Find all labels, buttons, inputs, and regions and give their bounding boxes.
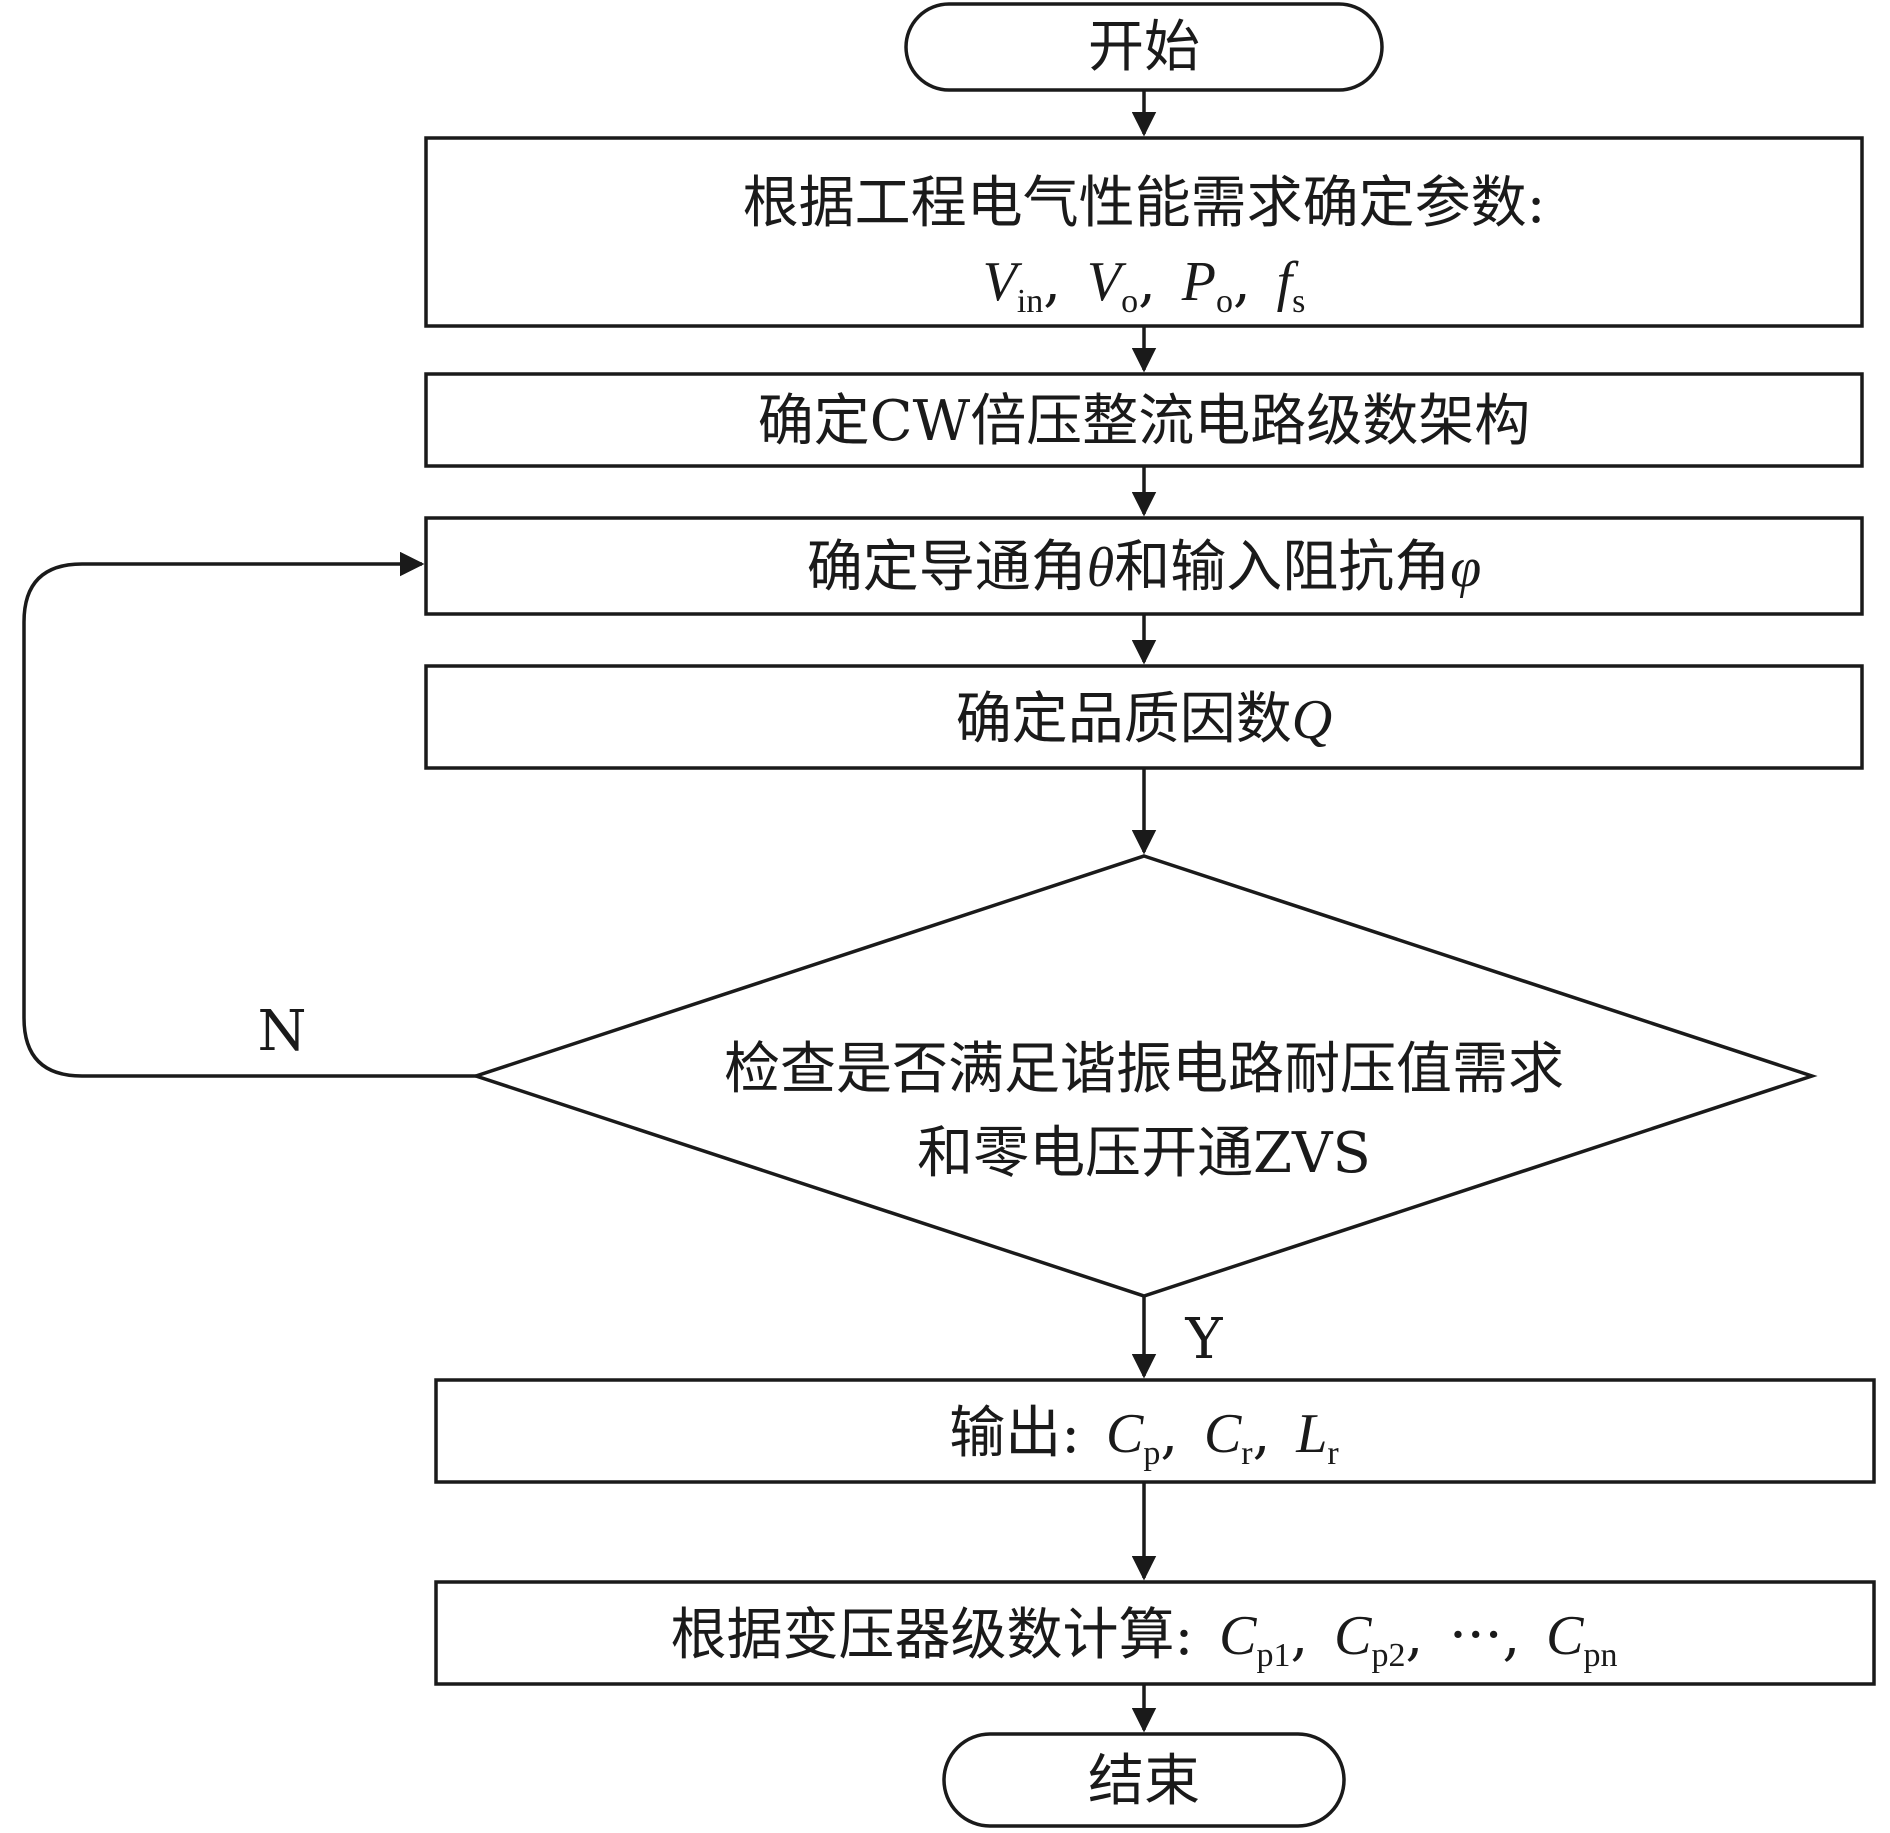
q-symbol: Q	[1292, 689, 1332, 751]
param-cpn-symbol: C	[1546, 1605, 1584, 1667]
param-vin-symbol: V	[983, 251, 1023, 313]
param-cr-symbol: C	[1204, 1403, 1242, 1465]
no-label: N	[258, 999, 307, 1064]
param-cp-symbol: C	[1106, 1403, 1144, 1465]
param-po-sub: o	[1216, 283, 1233, 320]
theta-symbol: θ	[1087, 537, 1115, 599]
step6-box	[434, 1580, 1876, 1686]
step5-label: 输出: Cp, Cr, Lr	[949, 1401, 1339, 1472]
step1-line1: 根据工程电气性能需求确定参数:	[743, 171, 1546, 236]
step1-box	[424, 136, 1864, 328]
step3-label: 确定导通角θ和输入阻抗角φ	[807, 535, 1482, 600]
param-cp2-symbol: C	[1334, 1605, 1372, 1667]
start-label: 开始	[1088, 15, 1200, 80]
step4-label: 确定品质因数Q	[956, 687, 1332, 752]
step4-box	[424, 664, 1864, 770]
step3-box	[424, 516, 1864, 616]
step2-box	[424, 372, 1864, 468]
end-terminal	[942, 1732, 1346, 1828]
decision-line1: 检查是否满足谐振电路耐压值需求	[724, 1037, 1564, 1102]
param-lr-symbol: L	[1295, 1403, 1327, 1465]
param-vin-sub: in	[1017, 283, 1043, 320]
step1-params: Vin, Vo, Po, fs	[983, 249, 1306, 320]
arrow-no-loop	[22, 551, 476, 1078]
decision-line2: 和零电压开通ZVS	[917, 1121, 1371, 1186]
param-cp1-symbol: C	[1219, 1605, 1257, 1667]
param-po-symbol: P	[1181, 251, 1216, 313]
param-vo-symbol: V	[1087, 251, 1127, 313]
yes-label: Y	[1185, 1307, 1224, 1372]
step5-box	[434, 1378, 1876, 1484]
end-label: 结束	[1088, 1749, 1200, 1814]
param-vo-sub: o	[1121, 283, 1138, 320]
step2-label: 确定CW倍压整流电路级数架构	[758, 389, 1530, 454]
step6-label: 根据变压器级数计算: Cp1, Cp2, ···, Cpn	[670, 1603, 1617, 1674]
param-fs-sub: s	[1292, 283, 1305, 320]
phi-symbol: φ	[1450, 537, 1481, 599]
ellipsis: ···	[1449, 1603, 1502, 1668]
